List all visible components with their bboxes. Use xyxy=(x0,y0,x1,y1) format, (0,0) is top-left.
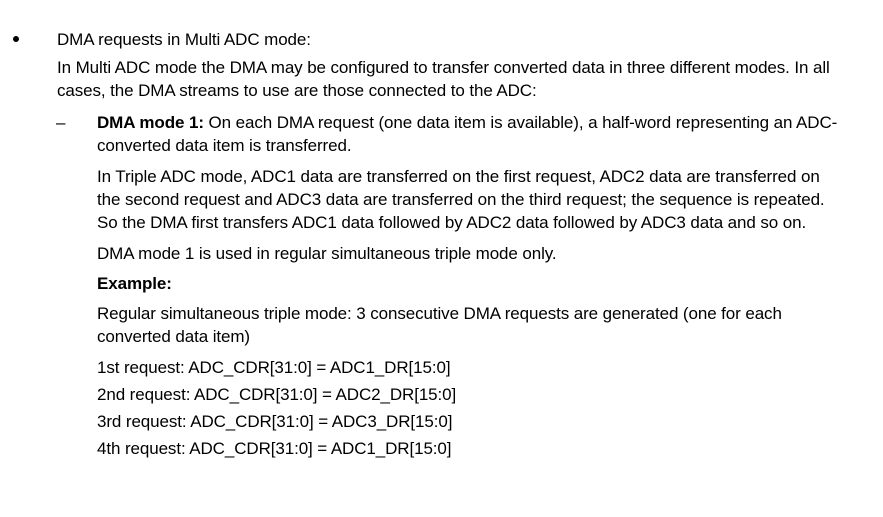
triple-mode-paragraph: In Triple ADC mode, ADC1 data are transf… xyxy=(97,167,825,232)
request-line: 3rd request: ADC_CDR[31:0] = ADC3_DR[15:… xyxy=(97,412,453,431)
request-line: 4th request: ADC_CDR[31:0] = ADC1_DR[15:… xyxy=(97,439,452,458)
dma-mode-1-usage-note: DMA mode 1 is used in regular simultaneo… xyxy=(97,244,557,263)
intro-paragraph: In Multi ADC mode the DMA may be configu… xyxy=(57,58,830,100)
bullet-list-item: DMA requests in Multi ADC mode: In Multi… xyxy=(0,28,883,102)
example-intro-paragraph: Regular simultaneous triple mode: 3 cons… xyxy=(97,304,782,346)
request-line: 2nd request: ADC_CDR[31:0] = ADC2_DR[15:… xyxy=(97,385,457,404)
bullet-heading: DMA requests in Multi ADC mode: xyxy=(57,30,311,49)
request-line: 1st request: ADC_CDR[31:0] = ADC1_DR[15:… xyxy=(97,358,451,377)
example-label-text: Example: xyxy=(97,274,172,293)
dash-sub-item: – DMA mode 1: On each DMA request (one d… xyxy=(0,111,883,462)
dash-marker-icon: – xyxy=(56,113,66,132)
dma-mode-1-label: DMA mode 1: xyxy=(97,113,204,132)
dma-mode-1-description: On each DMA request (one data item is av… xyxy=(97,113,838,155)
dma-mode-1-paragraph: DMA mode 1: On each DMA request (one dat… xyxy=(97,111,845,157)
example-label: Example: xyxy=(97,272,845,295)
bullet-point-icon xyxy=(13,36,19,42)
